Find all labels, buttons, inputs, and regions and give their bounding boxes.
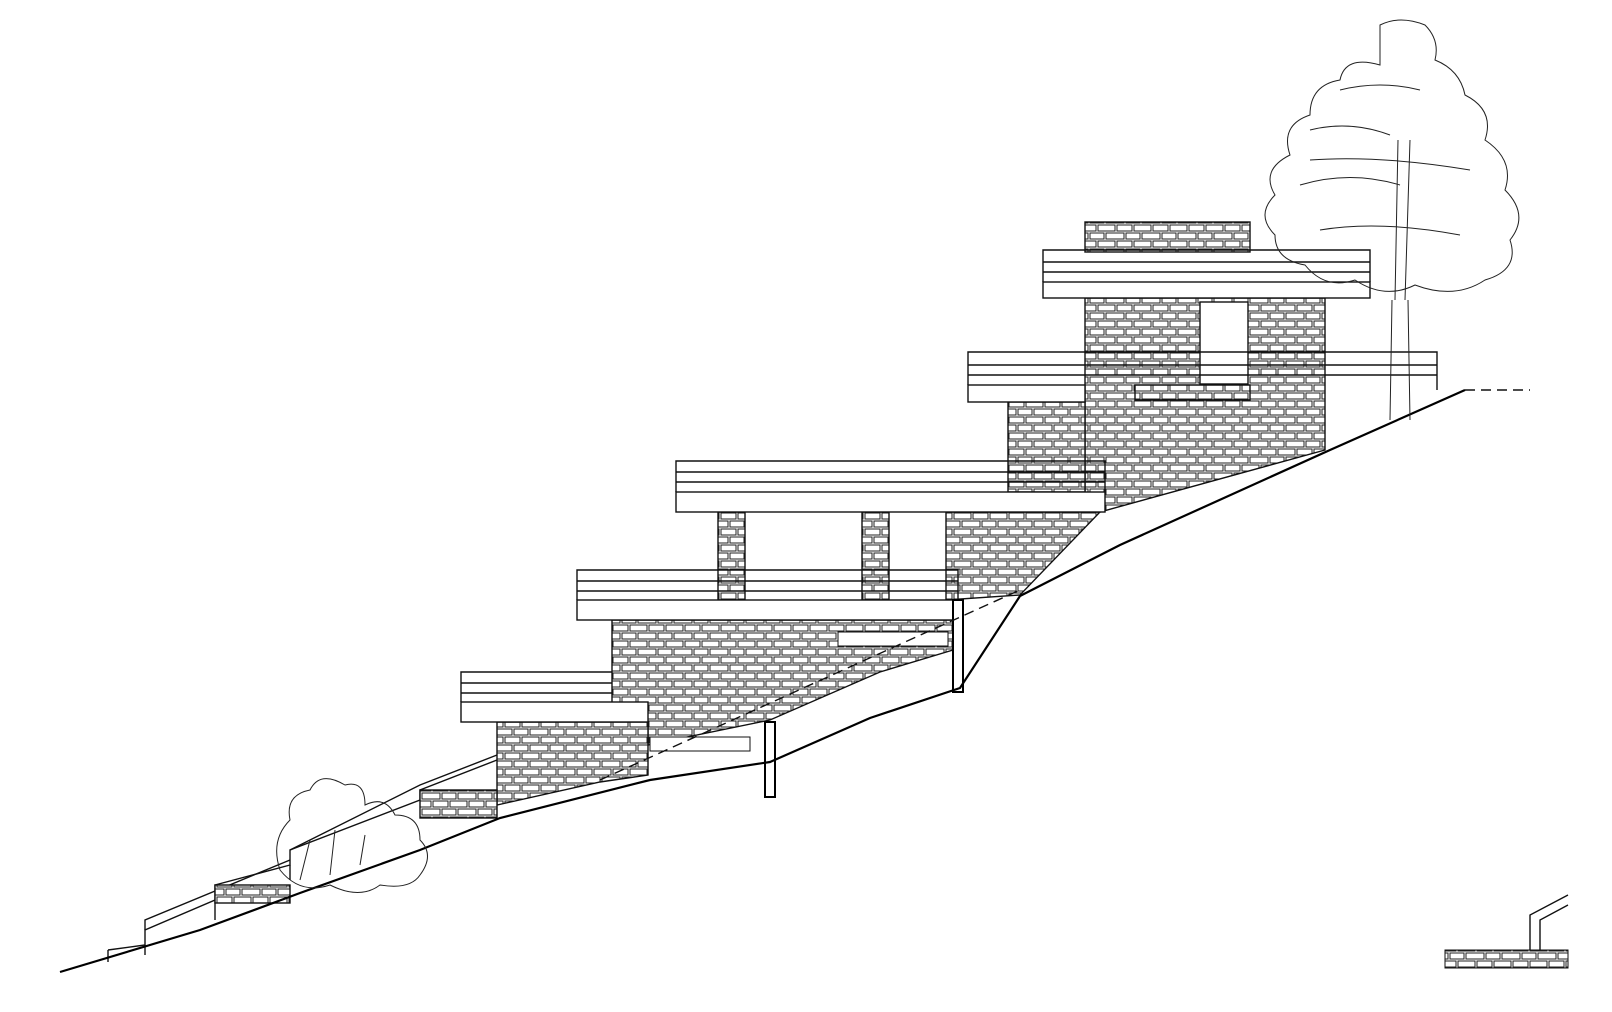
window-band — [837, 631, 949, 647]
window-band — [649, 736, 751, 752]
ground-datum-dashed — [599, 389, 1530, 781]
upper-wall — [1007, 401, 1086, 493]
ground-line — [59, 388, 1466, 974]
exterior-stairs-corner — [1444, 894, 1569, 969]
column-left — [717, 511, 746, 601]
exterior-stairs — [107, 754, 498, 962]
terrace-level-4 — [576, 569, 959, 621]
terrace-level-3 — [675, 460, 1106, 513]
shrubs — [276, 778, 428, 893]
mid-wall — [945, 511, 1102, 601]
tower-chimney — [1084, 221, 1251, 253]
terrace-level-5 — [460, 671, 649, 723]
terraces — [460, 249, 1438, 723]
terrace-level-2 — [967, 351, 1438, 403]
tower-door-opening — [1199, 301, 1249, 385]
bottom-wall — [496, 721, 649, 806]
pile — [952, 599, 964, 693]
column-right — [861, 511, 890, 601]
terrace-top — [1042, 249, 1371, 299]
tree — [1264, 19, 1520, 421]
